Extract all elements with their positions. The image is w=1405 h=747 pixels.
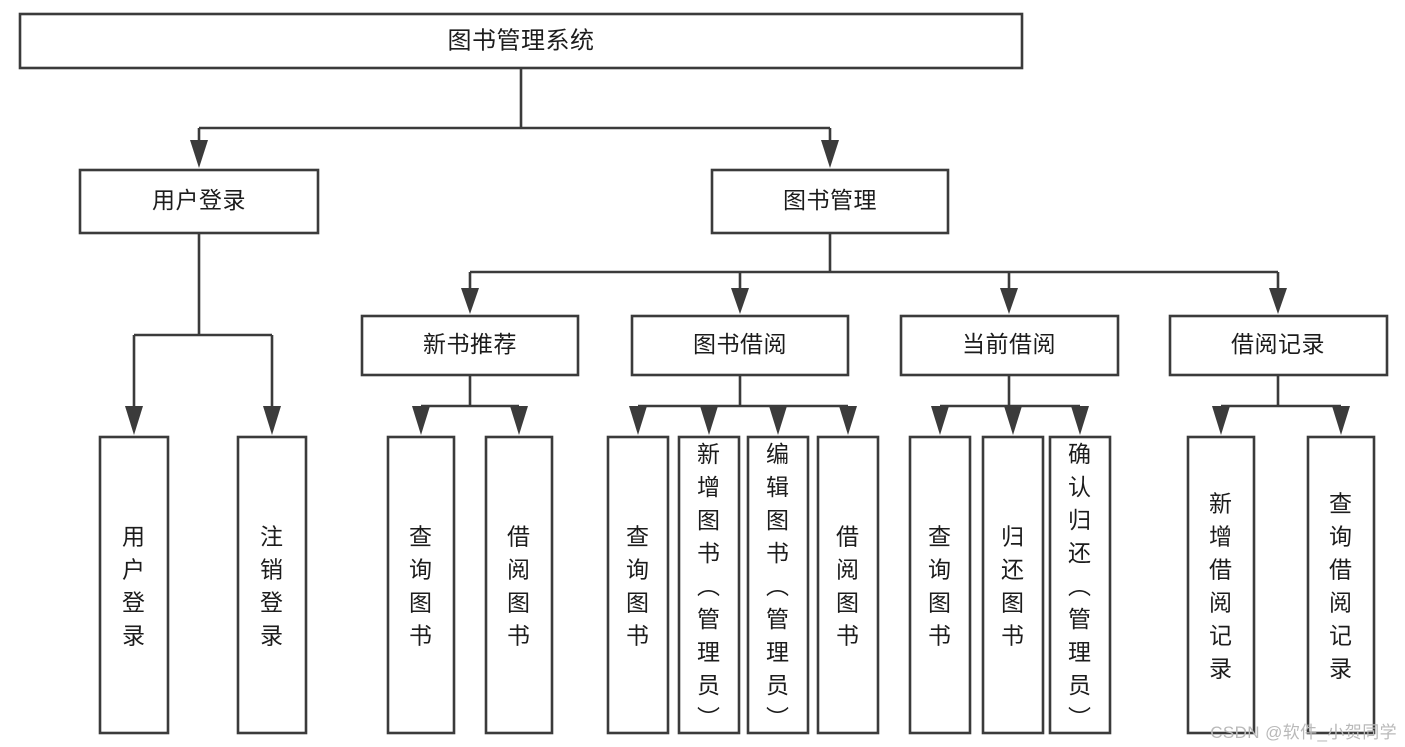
node-leaf-search-book-3-box[interactable] — [908, 435, 972, 735]
node-leaf-search-book-1-label: 查询图书 — [409, 524, 433, 649]
node-book-borrow[interactable]: 图书借阅 — [630, 314, 850, 377]
node-leaf-user-login[interactable]: 用户登录 — [98, 435, 170, 735]
node-book-manage-box[interactable] — [710, 168, 950, 235]
node-leaf-logout-box[interactable] — [236, 435, 308, 735]
arrowhead-borrow-record — [1269, 288, 1287, 314]
node-leaf-borrow-book-1-box[interactable] — [484, 435, 554, 735]
node-leaf-borrow-book-2-label: 借阅图书 — [836, 524, 860, 649]
node-leaf-return-book-label: 归还图书 — [1001, 524, 1025, 649]
node-borrow-record-box[interactable] — [1168, 314, 1389, 377]
node-book-manage-label: 图书管理 — [783, 187, 877, 213]
node-leaf-search-book-2-box[interactable] — [606, 435, 670, 735]
node-leaf-add-record-label: 新增借阅记录 — [1209, 491, 1233, 682]
arrowhead-leaf-search-book-1 — [412, 406, 430, 435]
arrowhead-leaf-borrow-book-2 — [839, 406, 857, 435]
arrowhead-leaf-search-record — [1332, 406, 1350, 435]
arrowhead-new-book-rec — [461, 288, 479, 314]
node-leaf-edit-book[interactable]: 编辑图书︵管理员︶ — [746, 435, 810, 735]
node-leaf-add-record-box[interactable] — [1186, 435, 1256, 735]
node-leaf-add-book[interactable]: 新增图书︵管理员︶ — [677, 435, 741, 735]
node-leaf-add-record[interactable]: 新增借阅记录 — [1186, 435, 1256, 735]
node-leaf-edit-book-label: 编辑图书︵管理员︶ — [766, 441, 790, 731]
node-leaf-confirm-return-label: 确认归还︵管理员︶ — [1068, 441, 1092, 731]
node-leaf-add-book-label: 新增图书︵管理员︶ — [697, 441, 721, 731]
node-leaf-search-record-box[interactable] — [1306, 435, 1376, 735]
node-root-label: 图书管理系统 — [448, 27, 595, 54]
node-leaf-user-login-label: 用户登录 — [122, 524, 146, 649]
arrowhead-current-borrow — [1000, 288, 1018, 314]
node-leaf-user-login-box[interactable] — [98, 435, 170, 735]
node-current-borrow[interactable]: 当前借阅 — [899, 314, 1120, 377]
node-book-borrow-box[interactable] — [630, 314, 850, 377]
node-root-box[interactable] — [18, 12, 1024, 70]
node-book-borrow-label: 图书借阅 — [693, 331, 787, 357]
node-leaf-search-book-3[interactable]: 查询图书 — [908, 435, 972, 735]
arrowhead-leaf-edit-book — [769, 406, 787, 435]
node-leaf-add-book-box[interactable] — [677, 435, 741, 735]
arrowhead-leaf-borrow-book-1 — [510, 406, 528, 435]
node-leaf-borrow-book-1[interactable]: 借阅图书 — [484, 435, 554, 735]
node-user-login-label: 用户登录 — [152, 187, 246, 213]
node-leaf-search-book-1[interactable]: 查询图书 — [386, 435, 456, 735]
node-new-book-rec-label: 新书推荐 — [423, 331, 517, 357]
node-leaf-search-book-2-label: 查询图书 — [626, 524, 650, 649]
node-new-book-rec[interactable]: 新书推荐 — [360, 314, 580, 377]
arrowhead-book-manage — [821, 140, 839, 168]
node-leaf-search-record-label: 查询借阅记录 — [1329, 491, 1353, 682]
node-leaf-edit-book-box[interactable] — [746, 435, 810, 735]
node-user-login-box[interactable] — [78, 168, 320, 235]
node-user-login[interactable]: 用户登录 — [78, 168, 320, 235]
node-root[interactable]: 图书管理系统 — [18, 12, 1024, 70]
arrowhead-book-borrow — [731, 288, 749, 314]
node-leaf-borrow-book-1-label: 借阅图书 — [507, 524, 531, 649]
arrowhead-leaf-return-book — [1004, 406, 1022, 435]
connector-layer — [125, 68, 1350, 435]
node-leaf-confirm-return-box[interactable] — [1048, 435, 1112, 735]
node-current-borrow-box[interactable] — [899, 314, 1120, 377]
node-leaf-search-record[interactable]: 查询借阅记录 — [1306, 435, 1376, 735]
arrowhead-leaf-user-login — [125, 406, 143, 435]
node-leaf-logout-label: 注销登录 — [260, 524, 284, 649]
arrowhead-leaf-add-record — [1212, 406, 1230, 435]
node-leaf-search-book-1-box[interactable] — [386, 435, 456, 735]
node-new-book-rec-box[interactable] — [360, 314, 580, 377]
node-current-borrow-label: 当前借阅 — [962, 331, 1056, 357]
node-leaf-borrow-book-2-box[interactable] — [816, 435, 880, 735]
arrowhead-leaf-confirm-return — [1071, 406, 1089, 435]
node-leaf-return-book-box[interactable] — [981, 435, 1045, 735]
node-borrow-record-label: 借阅记录 — [1231, 331, 1325, 357]
node-leaf-confirm-return[interactable]: 确认归还︵管理员︶ — [1048, 435, 1112, 735]
arrowhead-leaf-search-book-2 — [629, 406, 647, 435]
arrowhead-leaf-logout — [263, 406, 281, 435]
node-leaf-search-book-2[interactable]: 查询图书 — [606, 435, 670, 735]
node-book-manage[interactable]: 图书管理 — [710, 168, 950, 235]
node-leaf-borrow-book-2[interactable]: 借阅图书 — [816, 435, 880, 735]
node-leaf-return-book[interactable]: 归还图书 — [981, 435, 1045, 735]
node-leaf-search-book-3-label: 查询图书 — [928, 524, 952, 649]
node-leaf-logout[interactable]: 注销登录 — [236, 435, 308, 735]
arrowhead-leaf-add-book — [700, 406, 718, 435]
arrowhead-leaf-search-book-3 — [931, 406, 949, 435]
node-borrow-record[interactable]: 借阅记录 — [1168, 314, 1389, 377]
arrowhead-user-login — [190, 140, 208, 168]
